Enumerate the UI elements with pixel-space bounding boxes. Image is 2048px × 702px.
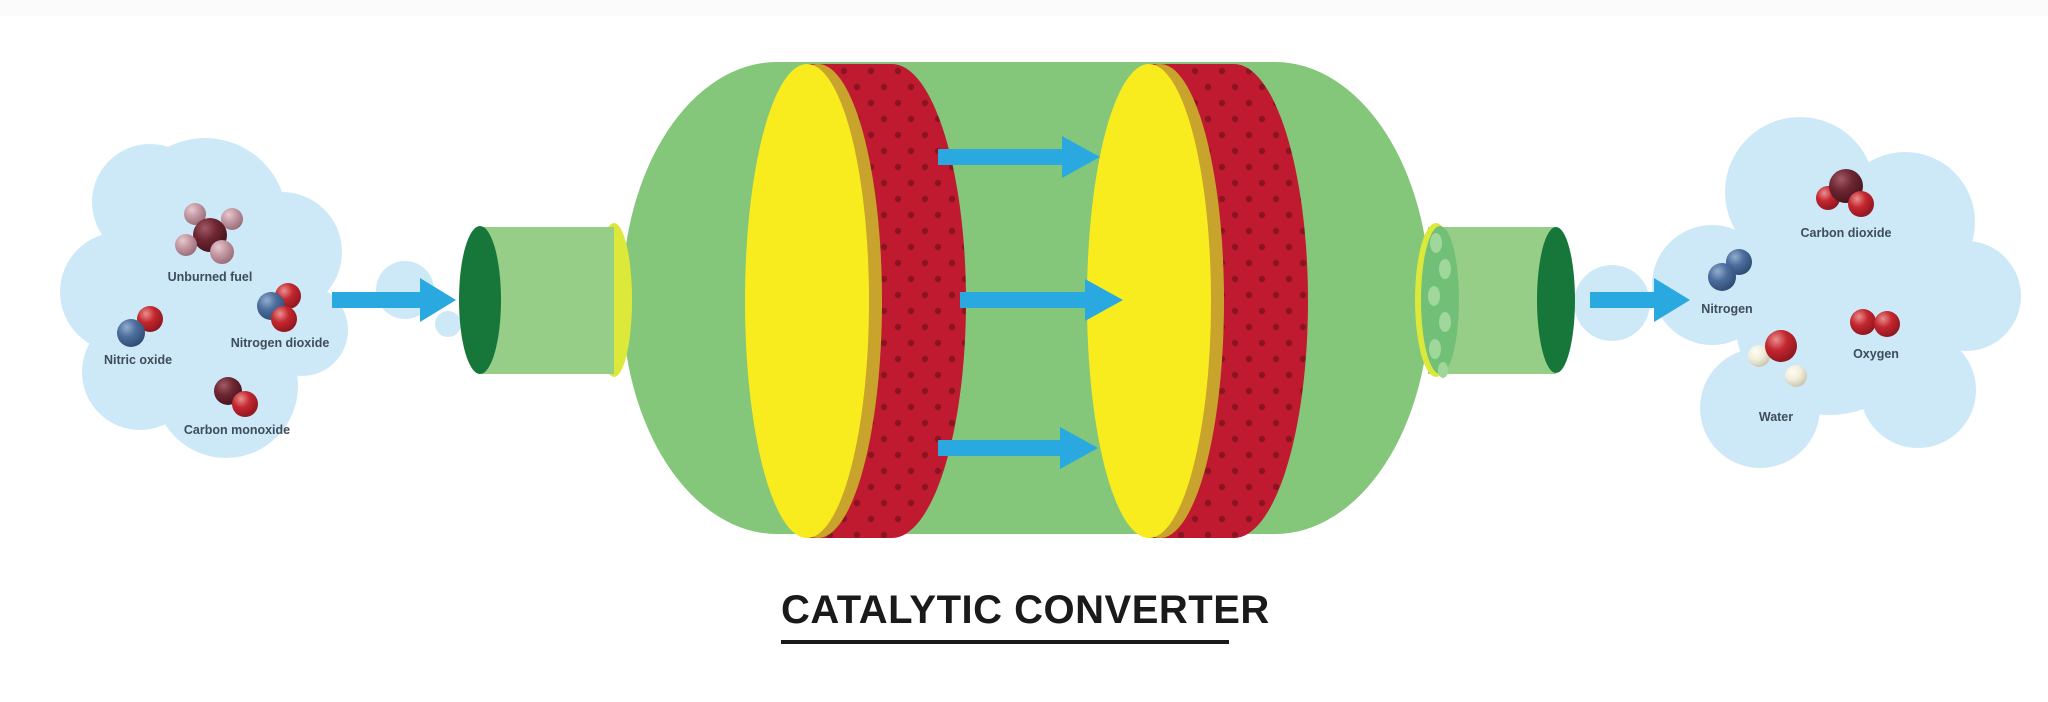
molecule-carbon-dioxide: [1816, 169, 1874, 217]
inlet-pipe-opening: [459, 226, 501, 374]
molecule-oxygen: [1850, 309, 1900, 337]
molecule-nitrogen: [1708, 249, 1752, 291]
substrate-1-face: [745, 64, 869, 538]
label-nitrogen: Nitrogen: [1701, 302, 1752, 316]
diagram-title: CATALYTIC CONVERTER: [781, 588, 1269, 644]
label-nitrogen-dioxide: Nitrogen dioxide: [231, 336, 330, 350]
label-unburned-fuel: Unburned fuel: [168, 270, 253, 284]
page-top-band: [0, 0, 2048, 16]
molecule-nitric-oxide: [117, 306, 163, 347]
internal-flow-arrow-top: [938, 136, 1100, 178]
honeycomb-outlet-face: [1421, 226, 1459, 378]
outlet-pipe-opening: [1537, 227, 1575, 373]
label-water: Water: [1759, 410, 1793, 424]
inlet-exhaust-cloud: [60, 138, 461, 458]
internal-flow-arrow-bottom: [938, 427, 1098, 469]
flow-arrows: [332, 136, 1690, 469]
catalyst-substrate-2: [1087, 64, 1308, 538]
label-oxygen: Oxygen: [1853, 347, 1899, 361]
catalyst-substrate-1: [745, 64, 966, 538]
molecule-unburned-fuel: [175, 203, 243, 264]
outlet-flow-arrow: [1590, 278, 1690, 322]
inlet-flow-arrow: [332, 278, 456, 322]
label-nitric-oxide: Nitric oxide: [104, 353, 172, 367]
label-carbon-monoxide: Carbon monoxide: [184, 423, 290, 437]
outlet-clean-gas-cloud: [1574, 117, 2021, 468]
outlet-pipe: [1415, 223, 1575, 378]
molecule-nitrogen-dioxide: [257, 283, 301, 332]
molecule-carbon-monoxide: [214, 377, 258, 417]
internal-flow-arrow-middle: [960, 279, 1123, 321]
molecule-water: [1748, 330, 1807, 387]
substrate-2-face: [1087, 64, 1211, 538]
inlet-pipe: [459, 223, 632, 377]
exhaust-puff-bubble-small: [435, 311, 461, 337]
label-carbon-dioxide: Carbon dioxide: [1801, 226, 1892, 240]
